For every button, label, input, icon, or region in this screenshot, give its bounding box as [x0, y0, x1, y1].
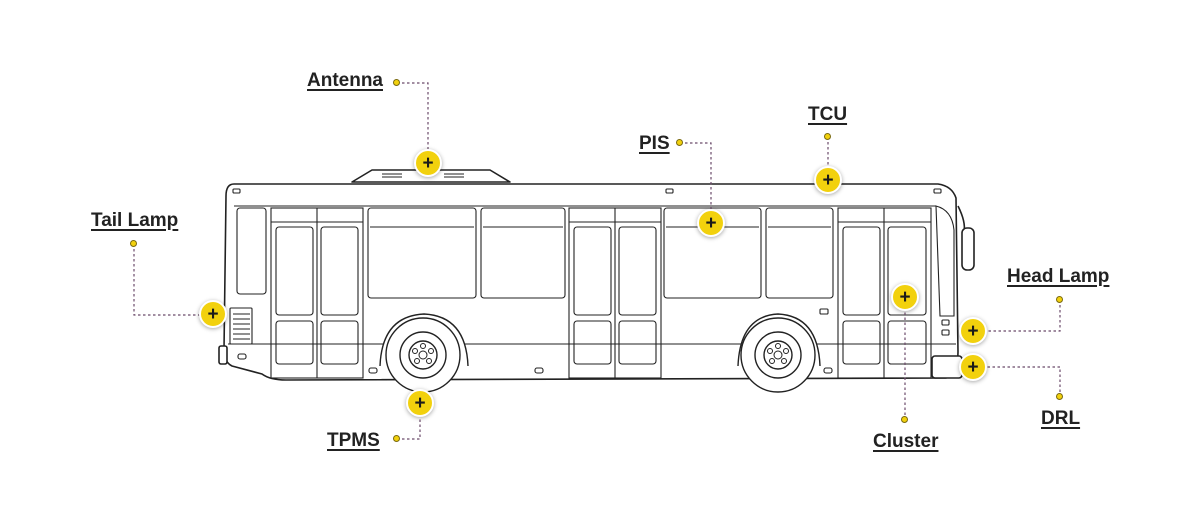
label-tpms[interactable]: TPMS [327, 430, 380, 451]
leader-drl [973, 366, 1061, 397]
hotspot-pis-plus-icon[interactable]: + [697, 209, 725, 237]
leader-dot-cluster [901, 416, 908, 423]
hotspot-drl-plus-icon[interactable]: + [959, 353, 987, 381]
hotspot-antenna-plus-icon[interactable]: + [414, 149, 442, 177]
label-tcu[interactable]: TCU [808, 104, 848, 125]
label-antenna[interactable]: Antenna [307, 70, 383, 91]
side-mirror [957, 205, 966, 233]
hotspot-cluster-plus-icon[interactable]: + [891, 283, 919, 311]
leader-pis [680, 142, 712, 222]
label-head-lamp[interactable]: Head Lamp [1007, 266, 1110, 287]
label-pis[interactable]: PIS [639, 133, 670, 154]
leader-dot-head-lamp [1056, 296, 1063, 303]
leader-dot-drl [1056, 393, 1063, 400]
label-tail-lamp[interactable]: Tail Lamp [91, 210, 179, 231]
mirror-head [961, 227, 975, 271]
hotspot-tpms-plus-icon[interactable]: + [406, 389, 434, 417]
hotspot-head-lamp-plus-icon[interactable]: + [959, 317, 987, 345]
label-cluster[interactable]: Cluster [873, 431, 939, 452]
front-bumper [931, 355, 963, 379]
window [480, 207, 566, 299]
leader-dot-tpms [393, 435, 400, 442]
label-drl[interactable]: DRL [1041, 408, 1081, 429]
leader-tail-lamp [133, 244, 213, 316]
leader-antenna [397, 82, 429, 162]
rear-window [236, 207, 267, 295]
bus-body [223, 183, 959, 381]
window [663, 207, 762, 299]
hotspot-tail-lamp-plus-icon[interactable]: + [199, 300, 227, 328]
leader-dot-tail-lamp [130, 240, 137, 247]
rear-bumper [218, 345, 228, 365]
rear-vent [229, 307, 253, 345]
windshield [935, 205, 955, 317]
hotspot-tcu-plus-icon[interactable]: + [814, 166, 842, 194]
window [765, 207, 834, 299]
leader-dot-tcu [824, 133, 831, 140]
leader-dot-antenna [393, 79, 400, 86]
leader-dot-pis [676, 139, 683, 146]
window [367, 207, 477, 299]
leader-head-lamp [973, 300, 1061, 332]
